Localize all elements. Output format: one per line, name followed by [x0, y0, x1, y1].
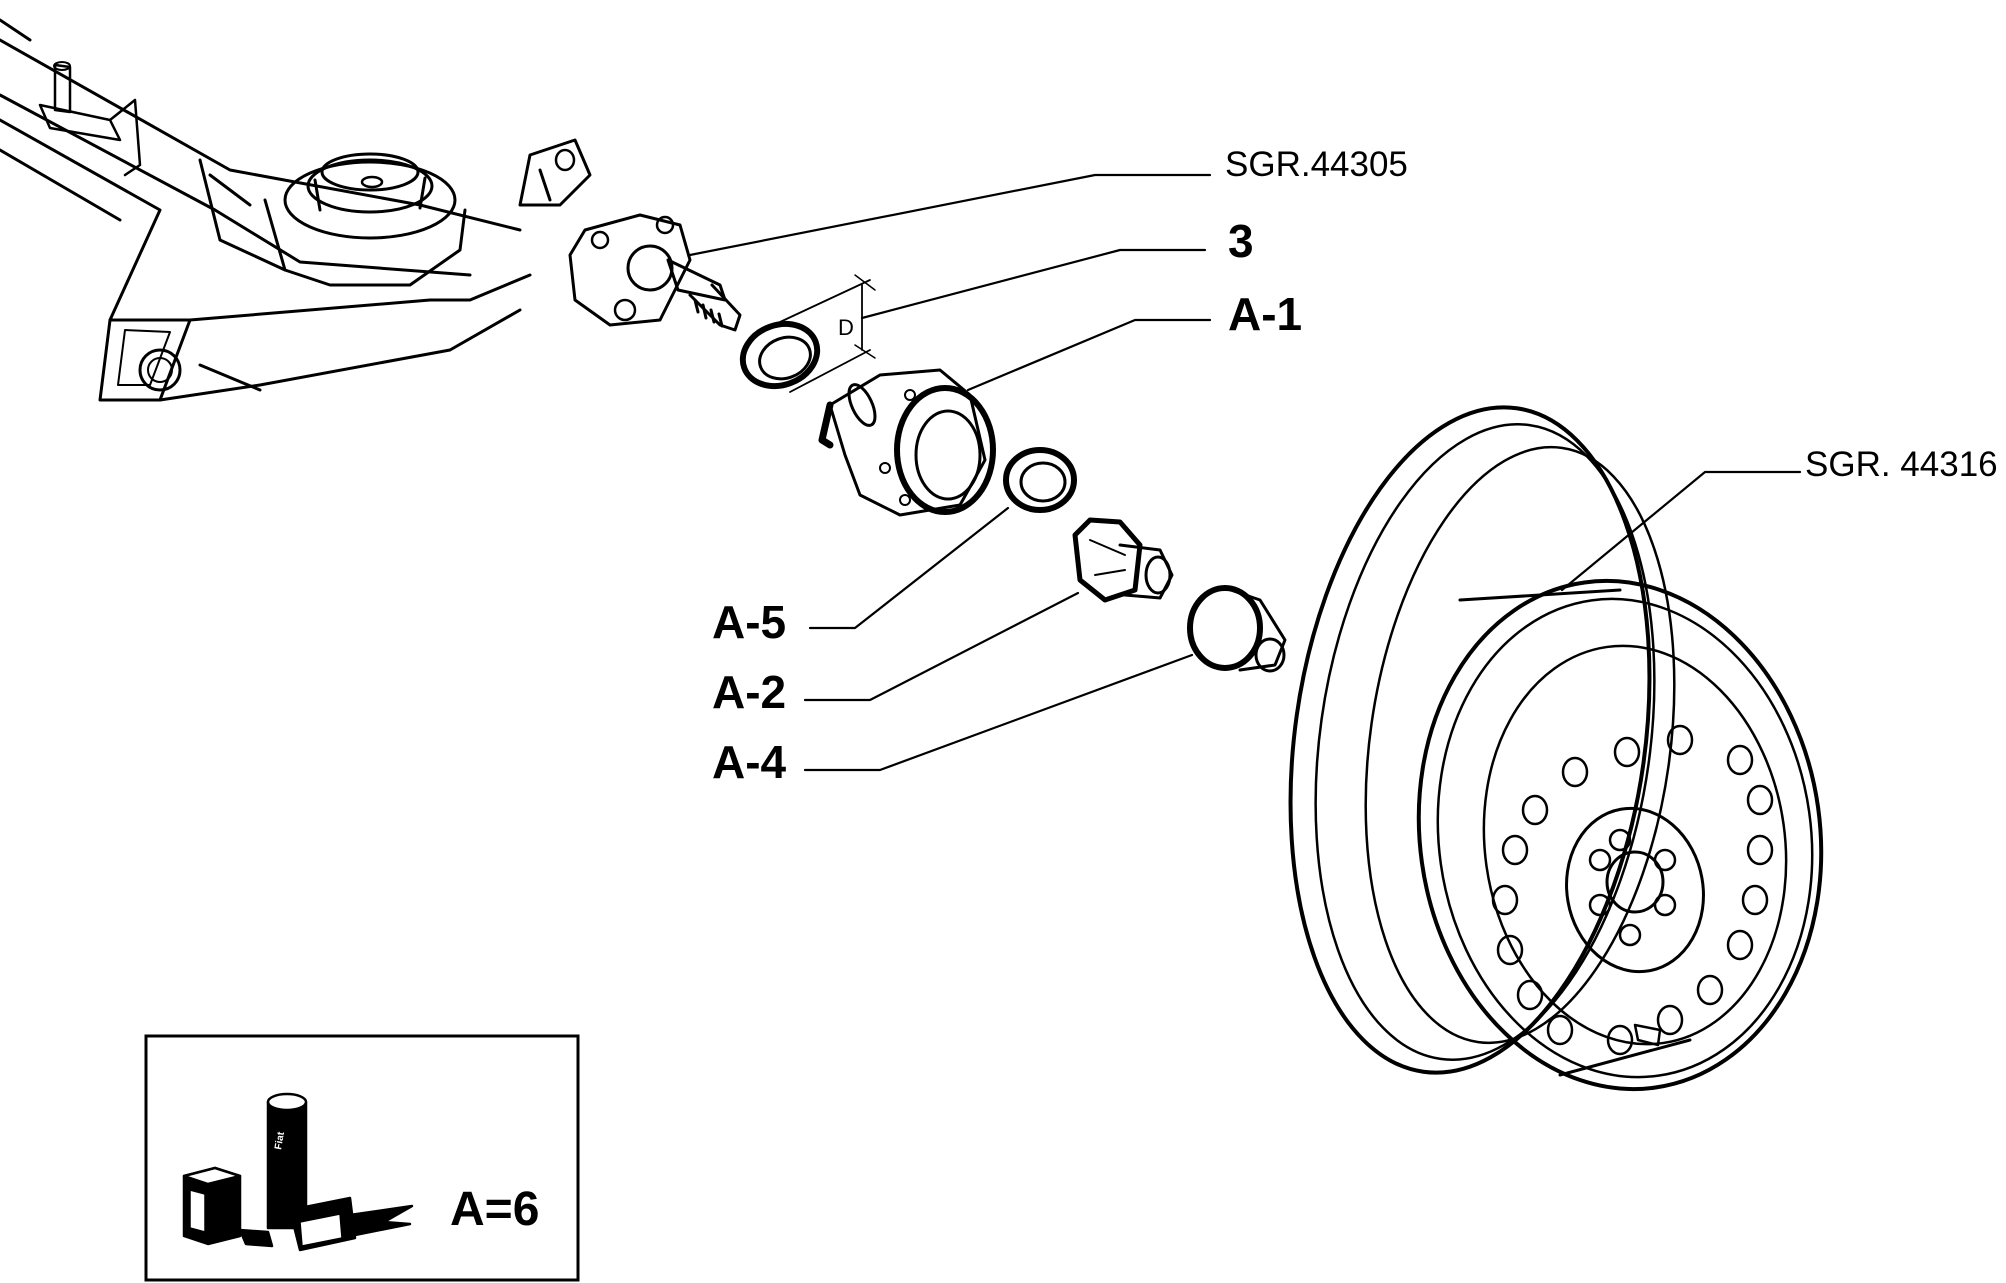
- lubricant-kit-icon: [182, 1092, 414, 1252]
- leader-lines: [688, 173, 1802, 772]
- rear-axle-beam: [0, 18, 592, 402]
- kit-label: A=6: [450, 1183, 539, 1236]
- callout-a2: A-2: [712, 666, 786, 718]
- stub-axle-flange: [568, 213, 742, 332]
- dimension-marker: [779, 274, 876, 393]
- part-a4-dust-cap: [1187, 585, 1287, 673]
- callout-a1: A-1: [1228, 288, 1302, 340]
- kit-logo-text: Fiat: [273, 1130, 287, 1150]
- callout-sgr-44316: SGR. 44316: [1805, 445, 1998, 484]
- callout-a4: A-4: [712, 736, 787, 788]
- callout-part-3: 3: [1228, 215, 1254, 267]
- kit-box: Fiat A=6: [144, 1034, 580, 1282]
- dimension-label: D: [838, 315, 854, 340]
- part-a5-bearing-ring: [1003, 447, 1077, 513]
- steel-wheel-rim: [1288, 405, 1824, 1092]
- part-a1-wheel-hub: [818, 368, 996, 517]
- part-a2-hub-nut: [1072, 517, 1174, 603]
- callout-a5: A-5: [712, 596, 786, 648]
- callout-sgr-44305: SGR.44305: [1225, 145, 1408, 184]
- part-3-seal-ring: [739, 320, 821, 390]
